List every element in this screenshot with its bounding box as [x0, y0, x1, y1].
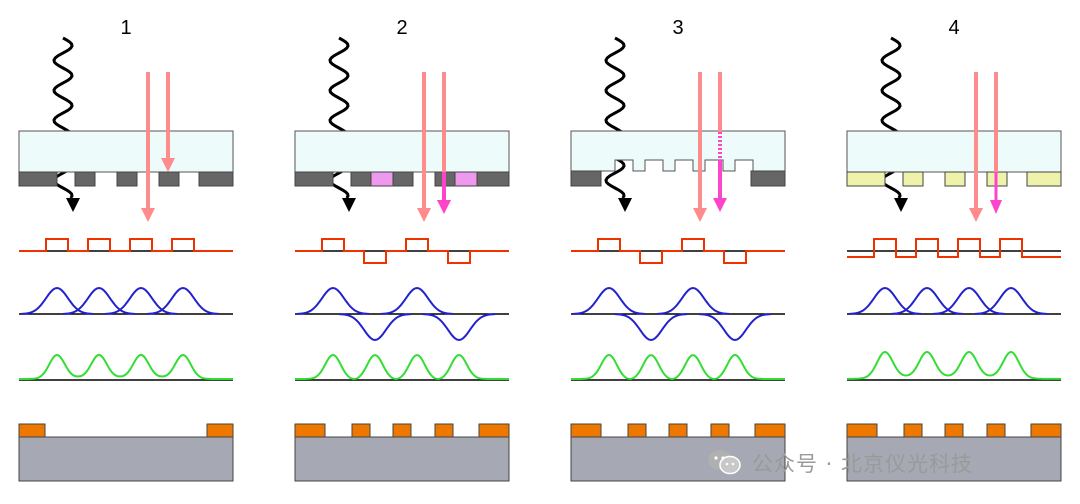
mask-absorber — [158, 171, 180, 187]
wavy-arrow-head — [618, 198, 632, 212]
resist-block — [434, 423, 454, 438]
panel-number: 2 — [396, 17, 407, 39]
intensity-curve — [571, 353, 785, 381]
wafer — [18, 436, 234, 482]
field-curve — [848, 286, 922, 315]
wechat-icon — [708, 450, 741, 475]
wavy-arrow-head — [66, 198, 80, 212]
beam-arrow-head — [969, 208, 983, 222]
wavy-arrow-head — [894, 198, 908, 212]
resist-block — [206, 423, 234, 438]
resist-block — [846, 423, 878, 438]
amplitude-curve — [571, 238, 785, 264]
wafer — [570, 436, 786, 482]
mask-glass — [570, 130, 786, 172]
resist-block — [903, 423, 923, 438]
resist-block — [627, 423, 647, 438]
phase-arrow-head — [713, 198, 727, 212]
amplitude-curve — [19, 238, 233, 252]
field-curve — [62, 286, 136, 315]
intensity-curve — [847, 350, 1061, 380]
field-curve — [104, 286, 178, 315]
mask-absorber — [902, 171, 924, 187]
mask-absorber — [1026, 171, 1062, 187]
chrome-block — [570, 170, 602, 187]
field-curve — [698, 313, 772, 342]
panel-number: 4 — [948, 17, 959, 39]
mask-glass — [18, 130, 234, 173]
field-curve — [146, 286, 220, 315]
phase-shifter — [454, 171, 478, 187]
field-curve — [656, 286, 730, 315]
resist-block — [478, 423, 510, 438]
intensity-curve — [295, 353, 509, 381]
mask-absorber — [198, 171, 234, 187]
beam-arrow-head — [417, 208, 431, 222]
resist-block — [944, 423, 964, 438]
wavy-arrow-head — [342, 198, 356, 212]
resist-block — [668, 423, 688, 438]
phase-arrow-head — [437, 200, 451, 214]
resist-block — [18, 423, 46, 438]
field-curve — [338, 313, 412, 342]
wafer — [846, 436, 1062, 482]
phase-arrow-head — [990, 200, 1002, 214]
field-curve — [890, 286, 964, 315]
mask-absorber — [350, 171, 372, 187]
panel-4: 4 — [846, 17, 1062, 482]
intensity-curve — [19, 353, 233, 380]
resist-block — [351, 423, 371, 438]
field-curve — [422, 313, 496, 342]
mask-absorber — [116, 171, 138, 187]
resist-block — [570, 423, 602, 438]
mask-absorber — [74, 171, 96, 187]
beam-arrow-head — [693, 208, 707, 222]
resist-block — [986, 423, 1006, 438]
field-curve — [974, 286, 1048, 315]
panel-1: 1 — [18, 17, 234, 482]
field-curve — [614, 313, 688, 342]
chrome-block — [750, 170, 786, 187]
field-curve — [20, 286, 94, 315]
mask-glass — [846, 130, 1062, 173]
field-curve — [380, 286, 454, 315]
panel-2: 2 — [294, 17, 510, 482]
mask-absorber — [294, 171, 334, 187]
panel-3: 3 — [570, 17, 786, 482]
phase-shifter — [370, 171, 394, 187]
wafer — [294, 436, 510, 482]
panel-number: 3 — [672, 17, 683, 39]
resist-block — [1030, 423, 1062, 438]
mask-absorber — [846, 171, 886, 187]
resist-block — [754, 423, 786, 438]
mask-glass — [294, 130, 510, 173]
beam-arrow-head — [161, 158, 175, 172]
field-curve — [932, 286, 1006, 315]
resist-block — [710, 423, 730, 438]
resist-block — [392, 423, 412, 438]
beam-arrow-head — [141, 208, 155, 222]
mask-absorber — [944, 171, 966, 187]
field-curve — [572, 286, 646, 315]
mask-absorber — [392, 171, 414, 187]
mask-absorber — [474, 171, 510, 187]
wavy-light-arrow — [604, 36, 626, 199]
panel-number: 1 — [120, 17, 131, 39]
field-curve — [296, 286, 370, 315]
amplitude-curve — [847, 238, 1061, 258]
resist-block — [294, 423, 326, 438]
mask-absorber — [18, 171, 58, 187]
amplitude-curve — [295, 238, 509, 264]
watermark-text: 公众号 · 北京仪光科技 — [752, 452, 974, 476]
